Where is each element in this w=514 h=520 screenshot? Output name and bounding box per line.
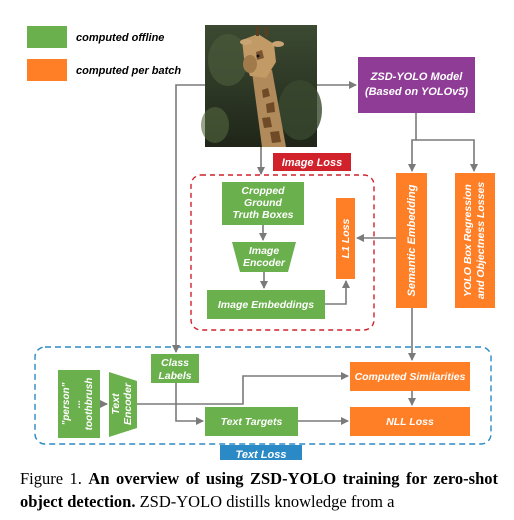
nll-loss-label: NLL Loss: [386, 416, 434, 428]
flow-arrows: [100, 81, 478, 425]
image-loss-label-box: [273, 153, 351, 171]
image-loss-region: [190, 174, 375, 331]
semantic-embedding-label: Semantic Embedding: [406, 184, 418, 296]
yolo-box-losses-line2: and Objectness Losses: [475, 182, 487, 299]
class-labels-line2: Labels: [158, 370, 191, 382]
cropped-boxes-line2: Ground: [244, 197, 282, 209]
semantic-embedding: [396, 173, 427, 308]
model-subtitle: (Based on YOLOv5): [365, 86, 468, 98]
computed-similarities-label: Computed Similarities: [355, 371, 466, 383]
legend-per-batch-label: computed per batch: [76, 65, 181, 77]
legend-per-batch-swatch: [27, 59, 67, 81]
class-labels: [151, 354, 199, 383]
cropped-boxes-line3: Truth Boxes: [232, 209, 293, 221]
image-encoder-line2: Encoder: [243, 257, 286, 269]
computed-similarities: [350, 362, 470, 391]
figure-caption: Figure 1. An overview of using ZSD-YOLO …: [20, 467, 498, 513]
text-targets: [205, 407, 298, 436]
text-encoder: [109, 372, 137, 437]
cropped-boxes: [222, 182, 304, 225]
zsd-yolo-model-box: [358, 57, 475, 113]
l1-loss: [336, 198, 355, 279]
class-labels-line1: Class: [161, 357, 189, 369]
l1-loss-label: L1 Loss: [340, 219, 352, 259]
caption-bold: An overview of using ZSD-YOLO training f…: [20, 469, 498, 511]
training-diagram: computed offline computed per batch ZSD-…: [27, 25, 495, 460]
text-loss-label-box: [220, 445, 302, 460]
text-targets-label: Text Targets: [221, 416, 283, 428]
yolo-box-losses: [455, 173, 495, 308]
text-encoder-line1: Text: [110, 393, 122, 415]
image-encoder-line1: Image: [249, 245, 280, 257]
text-loss-region: [34, 346, 492, 445]
class-words: [58, 370, 100, 438]
yolo-box-losses-line1: YOLO Box Regression: [462, 184, 474, 297]
text-encoder-line2: Encoder: [122, 382, 134, 425]
image-loss-label: Image Loss: [282, 157, 343, 169]
text-loss-label: Text Loss: [236, 449, 287, 460]
class-word-toothbrush: toothbrush: [84, 378, 95, 431]
giraffe-image: [201, 25, 322, 147]
caption-prefix: Figure 1.: [20, 469, 82, 488]
model-title: ZSD-YOLO Model: [370, 71, 464, 83]
class-word-person: "person": [61, 382, 72, 425]
cropped-boxes-line1: Cropped: [241, 185, 285, 197]
image-encoder: [232, 242, 296, 272]
caption-rest: ZSD-YOLO distills knowledge from a: [139, 492, 395, 511]
class-word-ellipsis: ...: [72, 400, 83, 408]
image-embeddings: [207, 290, 325, 319]
legend-offline-label: computed offline: [76, 32, 164, 44]
image-embeddings-label: Image Embeddings: [218, 299, 314, 311]
nll-loss: [350, 407, 470, 436]
legend-offline-swatch: [27, 26, 67, 48]
